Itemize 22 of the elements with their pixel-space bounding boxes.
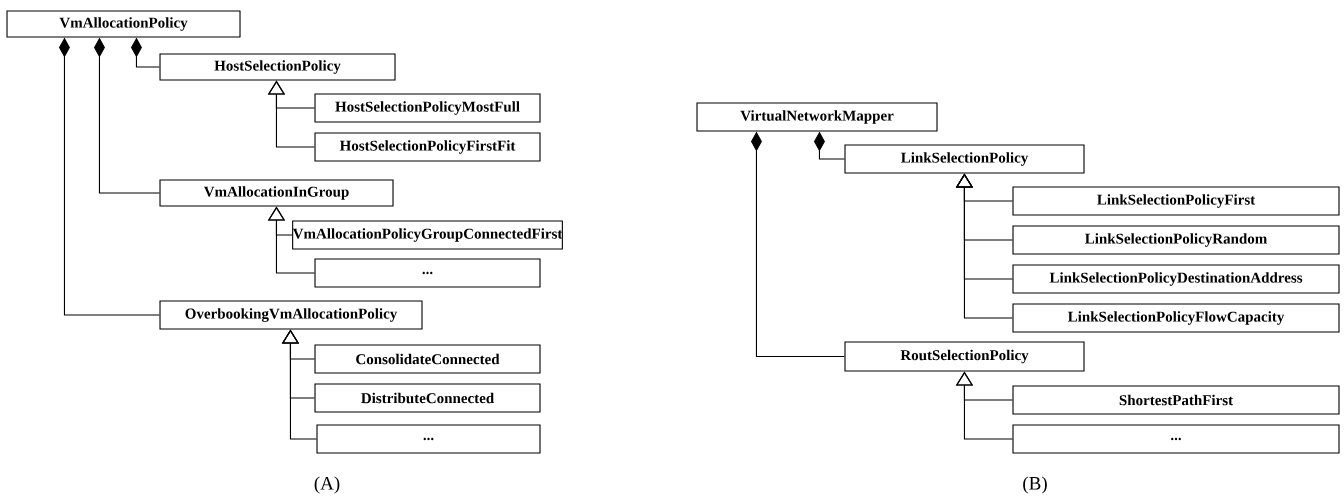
class-box: ...: [314, 258, 541, 288]
class-box: DistributeConnected: [314, 383, 541, 413]
class-box: VirtualNetworkMapper: [696, 102, 938, 132]
class-box: VmAllocationInGroup: [159, 179, 394, 207]
class-box: HostSelectionPolicyFirstFit: [314, 132, 541, 162]
class-box: ConsolidateConnected: [314, 344, 541, 374]
class-box: LinkSelectionPolicyFirst: [1012, 186, 1340, 216]
class-box: ...: [1012, 424, 1340, 454]
class-box: VmAllocationPolicy: [6, 10, 241, 38]
class-box: LinkSelectionPolicy: [844, 144, 1085, 174]
class-box: VmAllocationPolicyGroupConnectedFirst: [292, 220, 563, 250]
class-box: LinkSelectionPolicyRandom: [1012, 225, 1340, 255]
class-box: ...: [316, 424, 541, 454]
class-box: HostSelectionPolicy: [159, 53, 396, 81]
panel-label: (A): [314, 476, 340, 494]
class-box: ShortestPathFirst: [1012, 385, 1340, 415]
class-box: HostSelectionPolicyMostFull: [314, 93, 541, 123]
class-box: LinkSelectionPolicyFlowCapacity: [1012, 303, 1340, 333]
class-box: OverbookingVmAllocationPolicy: [159, 300, 423, 330]
class-box: RoutSelectionPolicy: [844, 341, 1085, 372]
panel-label: (B): [1023, 476, 1047, 494]
class-box: LinkSelectionPolicyDestinationAddress: [1012, 264, 1340, 294]
